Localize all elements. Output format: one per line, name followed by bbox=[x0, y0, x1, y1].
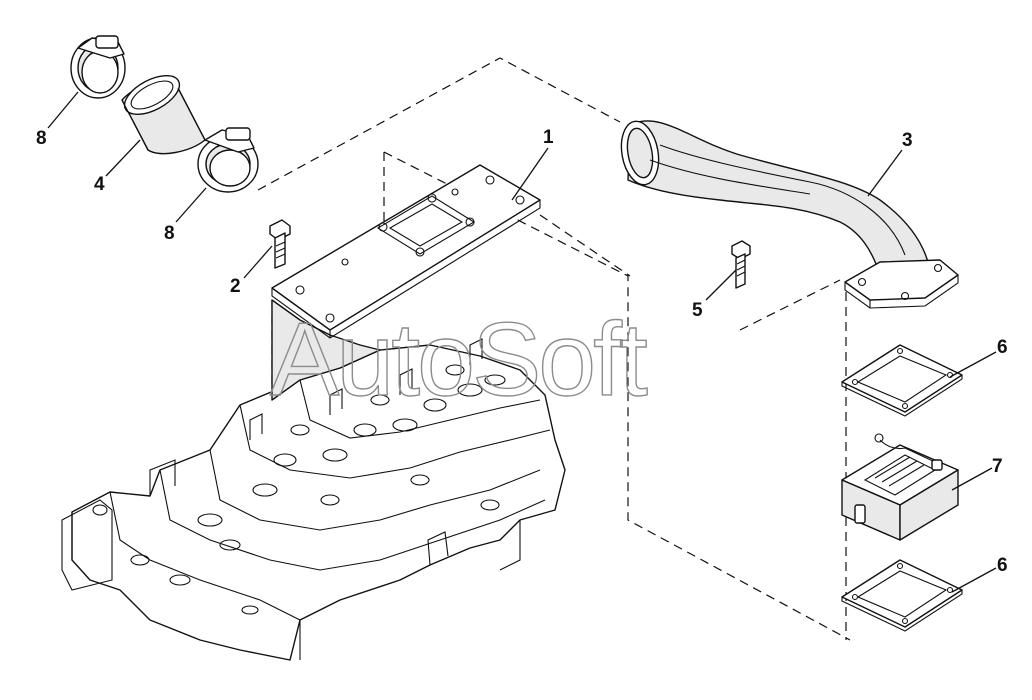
callout-2: 2 bbox=[230, 276, 241, 297]
callout-8-bottom: 8 bbox=[164, 223, 175, 244]
cover-plate bbox=[271, 164, 541, 339]
callout-8-top: 8 bbox=[36, 128, 47, 149]
gasket-top bbox=[841, 344, 963, 417]
callout-7: 7 bbox=[992, 456, 1003, 477]
callout-6-top: 6 bbox=[997, 337, 1008, 358]
callout-6-bottom: 6 bbox=[997, 555, 1008, 576]
bolt-2 bbox=[269, 219, 291, 269]
hose-clamp-top bbox=[70, 35, 126, 99]
gasket-bottom bbox=[841, 559, 963, 632]
callout-4: 4 bbox=[94, 174, 105, 195]
heater-unit bbox=[841, 433, 959, 541]
cylinder-head-bosses bbox=[92, 364, 506, 615]
hose-clamp-bottom bbox=[197, 127, 259, 193]
cylinder-head bbox=[61, 299, 566, 661]
hose bbox=[121, 74, 206, 155]
intake-pipe bbox=[620, 120, 959, 309]
callout-labels: 1 2 3 4 5 6 6 7 8 8 bbox=[36, 127, 1008, 576]
callout-5: 5 bbox=[692, 300, 703, 321]
watermark: AutoSoft bbox=[270, 302, 648, 418]
callout-3: 3 bbox=[902, 130, 913, 151]
bolt-5 bbox=[731, 240, 751, 289]
leader-lines bbox=[47, 91, 997, 593]
callout-1: 1 bbox=[543, 127, 554, 148]
